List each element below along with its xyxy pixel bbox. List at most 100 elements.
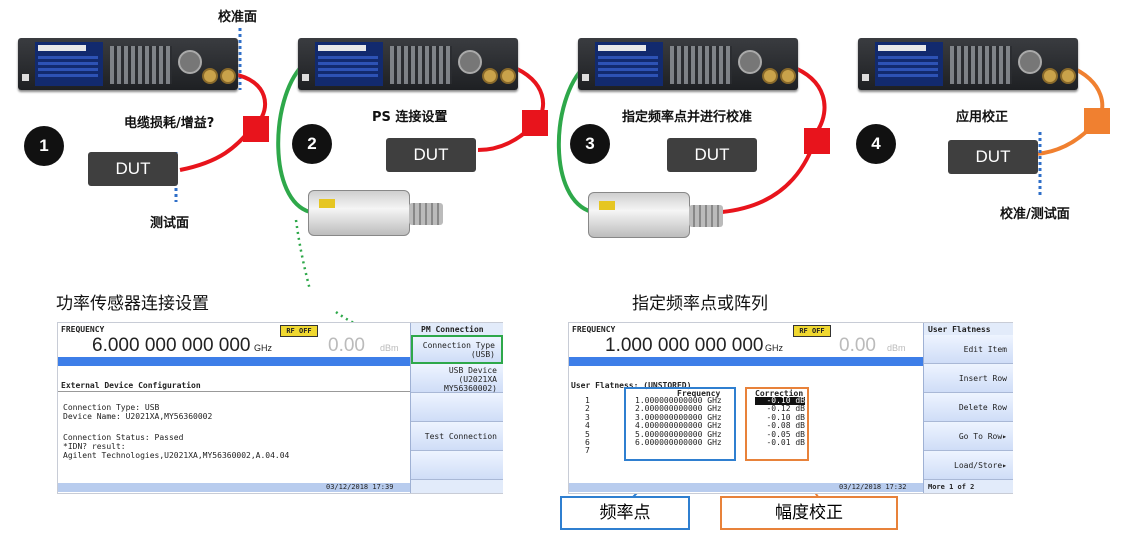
power-sensor-2 [308,190,443,236]
row-index: 3 [585,412,590,422]
step-number-2: 2 [292,124,332,164]
step-number-4: 4 [856,124,896,164]
dut-box-1: DUT [88,152,178,186]
freq-value: 1.000 000 000 000 [605,335,764,356]
corr-highlight-box [745,387,809,461]
dut-box-2: DUT [386,138,476,172]
dut-box-3: DUT [667,138,757,172]
row-index: 6 [585,438,590,447]
row-index: 5 [585,429,590,439]
signal-generator-4 [858,38,1078,90]
menu-title: PM Connection [421,325,484,334]
row-correction: -0.12 dB [766,404,805,414]
softkey-usb-device[interactable]: USB Device (U2021XA MY56360002) [411,364,503,393]
row-index: 7 [585,446,590,456]
freq-value: 6.000 000 000 000 [92,335,251,356]
col-frequency: Frequency [677,389,721,398]
softkey-test-connection[interactable]: Test Connection [411,422,503,451]
table-row[interactable]: 7 [569,447,923,455]
softkey-delete-row[interactable]: Delete Row [924,393,1013,422]
freq-highlight-box [624,387,736,461]
row-correction: -0.10 dB [755,397,805,405]
table-row[interactable]: 4 4.000000000000 GHz -0.08 dB [569,422,923,430]
row-frequency: 1.000000000000 GHz [635,396,722,405]
config-line-2: Device Name: U2021XA,MY56360002 [63,412,213,421]
bottom-bar [58,483,410,492]
row-index: 1 [585,396,590,405]
table-row[interactable]: 2 2.000000000000 GHz -0.12 dB [569,405,923,413]
signal-generator-3 [578,38,798,90]
label-freq-calib: 指定频率点并进行校准 [622,110,753,125]
softkey-empty-2[interactable] [411,451,503,480]
freq-label: FREQUENCY [61,325,105,334]
status-bar [58,357,410,366]
softkey-insert-row[interactable]: Insert Row [924,364,1013,393]
screen-user-flatness: FREQUENCY RF OFF 1.000 000 000 000 GHz 0… [568,322,1013,494]
step-number-3: 3 [570,124,610,164]
status-bar [569,357,923,366]
row-correction: -0.08 dB [766,421,805,431]
legend-amplitude-correction: 幅度校正 [720,496,898,530]
label-cable-loss: 电缆损耗/增益? [124,116,215,131]
attenuator-block-1 [243,116,269,142]
freq-unit: GHz [254,343,272,353]
signal-generator-1 [18,38,238,90]
power-sensor-3 [588,192,723,238]
row-index: 2 [585,404,590,414]
config-line-6: Agilent Technologies,U2021XA,MY56360002,… [63,451,290,460]
table-row[interactable]: 3 3.000000000000 GHz -0.10 dB [569,412,923,422]
section-title-right: 指定频率点或阵列 [632,294,768,314]
label-test-plane: 测试面 [150,216,190,231]
row-frequency: 5.000000000000 GHz [635,429,722,439]
freq-label: FREQUENCY [572,325,616,334]
amp-value: 0.00 [328,335,365,356]
softkey-connection-type[interactable]: Connection Type (USB) [411,335,503,364]
bottom-bar [569,483,923,492]
row-index: 4 [585,421,590,431]
table-row[interactable]: 6 6.000000000000 GHz -0.01 dB [569,439,923,447]
label-calib-plane: 校准面 [218,10,258,25]
amp-unit: dBm [380,343,399,353]
timestamp: 03/12/2018 17:32 [839,483,907,491]
screen-pm-connection: FREQUENCY RF OFF 6.000 000 000 000 GHz 0… [57,322,503,494]
attenuator-block-2 [522,110,548,136]
col-correction: Correction [755,389,804,398]
table-row[interactable]: 5 5.000000000000 GHz -0.05 dB [569,429,923,439]
config-line-4: Connection Status: Passed [63,433,184,442]
row-correction: -0.01 dB [766,438,805,447]
row-correction: -0.10 dB [766,412,805,422]
row-correction: -0.05 dB [766,429,805,439]
dut-box-4: DUT [948,140,1038,174]
row-frequency: 2.000000000000 GHz [635,404,722,414]
label-ps-setup: PS 连接设置 [372,110,448,125]
softkey-edit-item[interactable]: Edit Item [924,335,1013,364]
config-line-1: Connection Type: USB [63,403,160,412]
config-line-5: *IDN? result: [63,442,126,451]
amp-unit: dBm [887,343,906,353]
step-number-1: 1 [24,126,64,166]
label-apply-corr: 应用校正 [956,110,1009,125]
legend-frequency-points: 频率点 [560,496,690,530]
row-frequency: 4.000000000000 GHz [635,421,722,431]
page-indicator: More 1 of 2 [928,483,975,491]
label-calib-test-plane: 校准/测试面 [1000,207,1070,222]
attenuator-block-3 [804,128,830,154]
panel-title: External Device Configuration [61,381,201,390]
timestamp: 03/12/2018 17:39 [326,483,394,491]
rf-off-badge: RF OFF [793,325,831,337]
amp-value: 0.00 [839,335,876,356]
softkey-menu: User Flatness Edit Item Insert Row Delet… [923,323,1013,493]
softkey-go-to-row[interactable]: Go To Row▸ [924,422,1013,451]
signal-generator-2 [298,38,518,90]
freq-unit: GHz [765,343,783,353]
attenuator-block-4 [1084,108,1110,134]
softkey-empty-1[interactable] [411,393,503,422]
rf-off-badge: RF OFF [280,325,318,337]
table-row[interactable]: 1 1.000000000000 GHz -0.10 dB [569,397,923,405]
section-title-left: 功率传感器连接设置 [56,294,209,314]
softkey-load-store[interactable]: Load/Store▸ [924,451,1013,480]
row-frequency: 6.000000000000 GHz [635,438,722,447]
row-frequency: 3.000000000000 GHz [635,412,722,422]
table-title: User Flatness: (UNSTORED) [571,381,692,390]
softkey-menu: PM Connection Connection Type (USB) USB … [410,323,503,493]
